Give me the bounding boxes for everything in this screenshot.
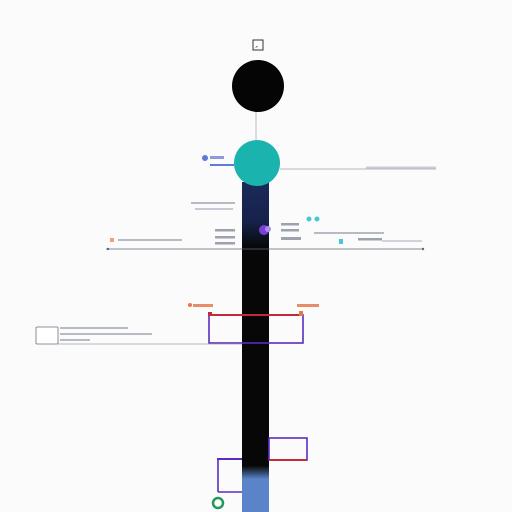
top-marker-icon bbox=[252, 39, 264, 51]
red-corner-left bbox=[208, 312, 212, 316]
lower-purple-box bbox=[268, 437, 308, 461]
axis-right-end bbox=[421, 247, 425, 251]
far-right-label-bar-2 bbox=[358, 238, 382, 241]
center-right-label-bar-2 bbox=[281, 229, 299, 232]
left-upper-label-bar-2 bbox=[195, 208, 233, 210]
green-ring-icon bbox=[211, 496, 225, 510]
teal-left-dot bbox=[202, 155, 208, 161]
center-left-label-bar-3 bbox=[215, 242, 235, 245]
red-corner-right bbox=[299, 311, 303, 316]
left-upper-label-bar bbox=[191, 202, 235, 204]
panel-left-label-bar bbox=[60, 327, 128, 329]
top-node bbox=[232, 60, 284, 112]
box-left-orange-label-bar bbox=[193, 304, 213, 307]
panel-left-label-bar-3 bbox=[60, 339, 90, 341]
box-right-orange-label-bar bbox=[297, 304, 319, 307]
top-marker-glyph: ↗ bbox=[255, 44, 259, 50]
left-panel bbox=[35, 326, 59, 345]
center-right-label-bar-3 bbox=[281, 237, 301, 240]
center-left-label-bar bbox=[215, 229, 235, 232]
panel-left-label-bar-2 bbox=[60, 333, 152, 335]
top-marker: ↗ bbox=[252, 39, 264, 51]
center-right-label-bar bbox=[281, 223, 299, 226]
teal-node bbox=[234, 140, 280, 186]
left-axis-label-bar bbox=[118, 239, 182, 241]
purple-node-halo bbox=[265, 226, 271, 232]
cyan-dot-1 bbox=[306, 216, 312, 222]
far-right-label-bar-3 bbox=[382, 240, 422, 242]
teal-right-label-bar bbox=[366, 166, 436, 169]
left-axis-marker bbox=[110, 238, 114, 242]
far-right-label-bar bbox=[314, 232, 384, 234]
central-pole bbox=[242, 182, 269, 512]
axis-left-end bbox=[106, 247, 110, 251]
center-left-label-bar-2 bbox=[215, 236, 235, 239]
box-left-orange-dot bbox=[188, 303, 192, 307]
far-right-cyan-mark bbox=[339, 239, 343, 244]
teal-left-tag bbox=[210, 156, 224, 159]
cyan-dot-2 bbox=[314, 216, 320, 222]
